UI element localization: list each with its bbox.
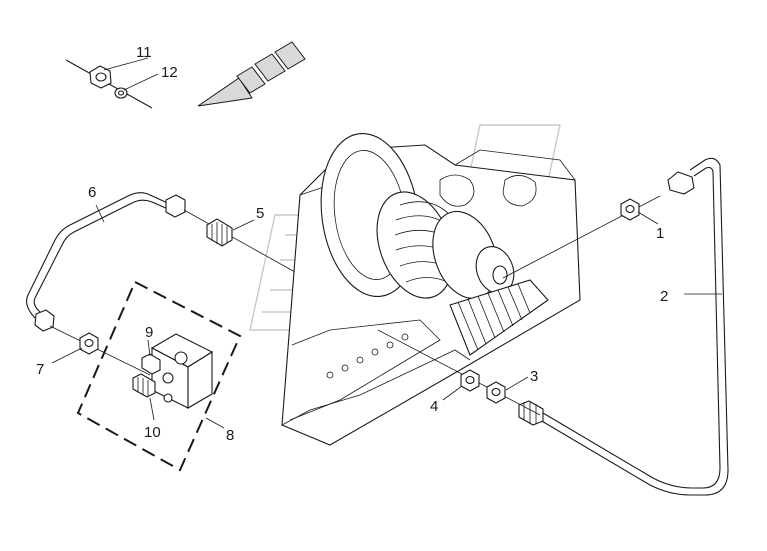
cooling-fins [449,279,549,356]
fitting-part-4 [377,329,541,416]
fitting-part-10 [132,373,156,398]
callout-9: 9 [145,324,153,341]
callout-6: 6 [88,184,96,201]
callout-8: 8 [226,427,234,444]
callout-4: 4 [430,398,438,415]
coupling-bellow [376,191,515,300]
fitting-part-1 [502,195,661,279]
washer-part-12 [114,87,128,99]
fitting-part-7 [49,325,151,376]
callout-7: 7 [36,361,44,378]
callout-10: 10 [144,424,161,441]
callout-1: 1 [656,225,664,242]
valve-assembly-group-8 [76,280,242,472]
pipe-part-6 [26,192,186,332]
callout-labels: 11 12 6 5 1 2 9 7 3 4 10 8 [36,44,668,444]
fitting-part-3 [486,381,506,404]
fitting-part-5 [183,209,346,301]
callout-12: 12 [161,64,178,81]
callout-3: 3 [530,368,538,385]
pipe-part-2 [518,157,729,496]
arrow-down-left-icon [197,41,306,107]
callout-2: 2 [660,288,668,305]
callout-11: 11 [136,44,152,61]
callout-5: 5 [256,205,264,222]
leader-lines [51,57,722,429]
nut-part-11 [65,59,153,109]
